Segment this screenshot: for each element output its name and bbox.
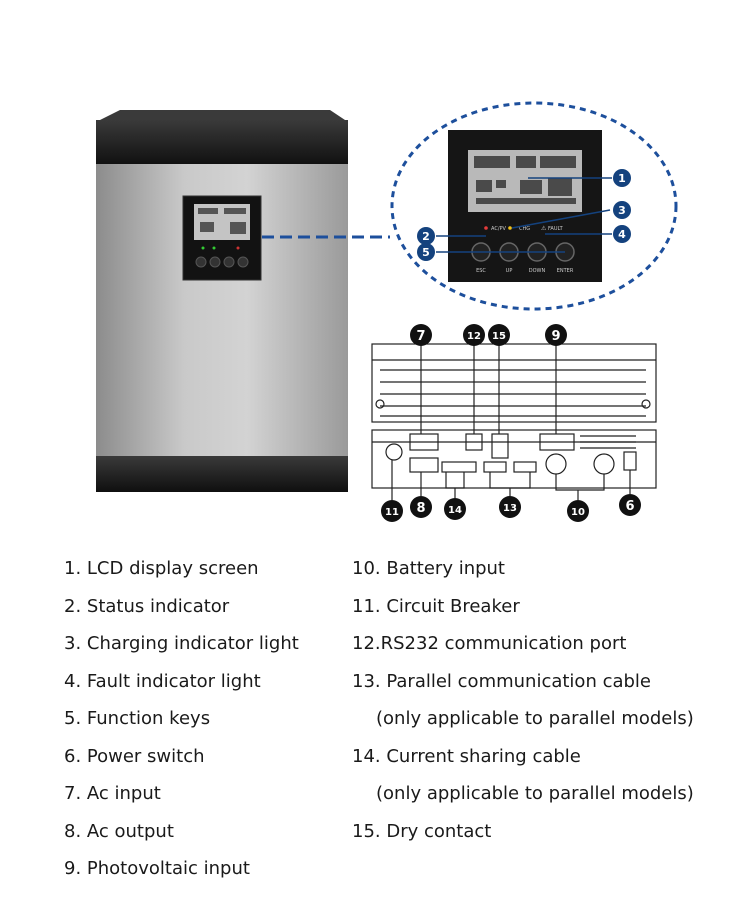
legend-item-6: 6. Power switch [64, 745, 205, 767]
ac-output-port [409, 457, 439, 473]
chg-indicator-label: CHG [519, 226, 530, 232]
fault-indicator-label: FAULT [548, 226, 564, 232]
legend-right-column: 10. Battery input 11. Circuit Breaker 12… [352, 550, 694, 850]
callout-marker-6: 6 [619, 494, 641, 516]
zoom-ellipse [390, 101, 678, 311]
callout-marker-3: 3 [613, 201, 631, 219]
legend-left-column: 1. LCD display screen 2. Status indicato… [64, 550, 299, 888]
down-label: DOWN [529, 268, 546, 274]
legend-item-14: 14. Current sharing cable [352, 745, 581, 767]
callout-marker-1: 1 [613, 169, 631, 187]
callout-marker-8: 8 [410, 496, 432, 518]
current-sharing-port [441, 461, 477, 473]
callout-marker-9: 9 [545, 324, 567, 346]
legend-item-15: 15. Dry contact [352, 820, 492, 842]
battery-input-positive [593, 453, 615, 475]
bottom-callout-lines [391, 344, 631, 500]
svg-text:12: 12 [467, 331, 481, 342]
panel-zoom: AC/PV CHG ⚠ FAULT ESC UP DOWN ENTER [448, 130, 602, 282]
svg-text:11: 11 [385, 507, 399, 518]
battery-input-negative [545, 453, 567, 475]
legend-item-12: 12.RS232 communication port [352, 633, 627, 654]
fault-warning-icon: ⚠ [541, 225, 547, 232]
legend-item-14-note: (only applicable to parallel models) [376, 783, 694, 804]
svg-text:14: 14 [448, 505, 462, 516]
callout-marker-11: 11 [381, 500, 403, 522]
panel-callout-markers: 1 3 4 2 5 [417, 169, 631, 261]
legend-item-4: 4. Fault indicator light [64, 670, 261, 692]
svg-text:1: 1 [618, 172, 626, 185]
svg-text:7: 7 [416, 329, 425, 344]
callout-marker-7: 7 [410, 324, 432, 346]
svg-text:8: 8 [416, 501, 425, 516]
legend-item-3: 3. Charging indicator light [64, 633, 299, 654]
svg-text:5: 5 [422, 246, 430, 259]
ac-pv-indicator-label: AC/PV [491, 226, 507, 232]
callout-marker-5: 5 [417, 243, 435, 261]
ac-input-port [409, 433, 439, 451]
callout-marker-13: 13 [499, 496, 521, 518]
svg-text:15: 15 [492, 331, 506, 342]
legend-item-8: 8. Ac output [64, 820, 174, 842]
legend-item-7: 7. Ac input [64, 783, 161, 804]
front-panel-small [182, 195, 262, 281]
legend-item-9: 9. Photovoltaic input [64, 858, 250, 879]
esc-label: ESC [476, 268, 486, 274]
bottom-connection-panel [371, 343, 657, 489]
inverter-body [96, 110, 348, 492]
legend-item-13: 13. Parallel communication cable [352, 670, 652, 692]
dry-contact [491, 433, 509, 459]
svg-text:13: 13 [503, 503, 517, 514]
callout-marker-14: 14 [444, 498, 466, 520]
svg-text:9: 9 [551, 329, 560, 344]
legend-item-1: 1. LCD display screen [64, 558, 259, 579]
legend-item-11: 11. Circuit Breaker [352, 595, 520, 617]
callout-marker-15: 15 [488, 324, 510, 346]
legend-item-10: 10. Battery input [352, 558, 505, 579]
power-switch[interactable] [623, 451, 637, 471]
callout-marker-10: 10 [567, 500, 589, 522]
svg-text:4: 4 [618, 228, 626, 241]
panel-callout-lines [436, 177, 612, 253]
svg-text:2: 2 [422, 230, 430, 243]
pv-input-port [539, 433, 575, 451]
svg-text:6: 6 [625, 499, 634, 514]
callout-marker-12: 12 [463, 324, 485, 346]
legend-item-2: 2. Status indicator [64, 595, 230, 617]
circuit-breaker[interactable] [385, 443, 403, 461]
svg-text:10: 10 [571, 507, 585, 518]
callout-marker-4: 4 [613, 225, 631, 243]
legend-item-13-note: (only applicable to parallel models) [376, 708, 694, 729]
svg-text:3: 3 [618, 204, 626, 217]
enter-label: ENTER [557, 268, 574, 274]
callout-marker-2: 2 [417, 227, 435, 245]
up-label: UP [506, 268, 513, 274]
legend-item-5: 5. Function keys [64, 708, 211, 729]
bottom-callout-markers: 7 12 15 9 11 8 14 13 10 6 [381, 324, 641, 522]
